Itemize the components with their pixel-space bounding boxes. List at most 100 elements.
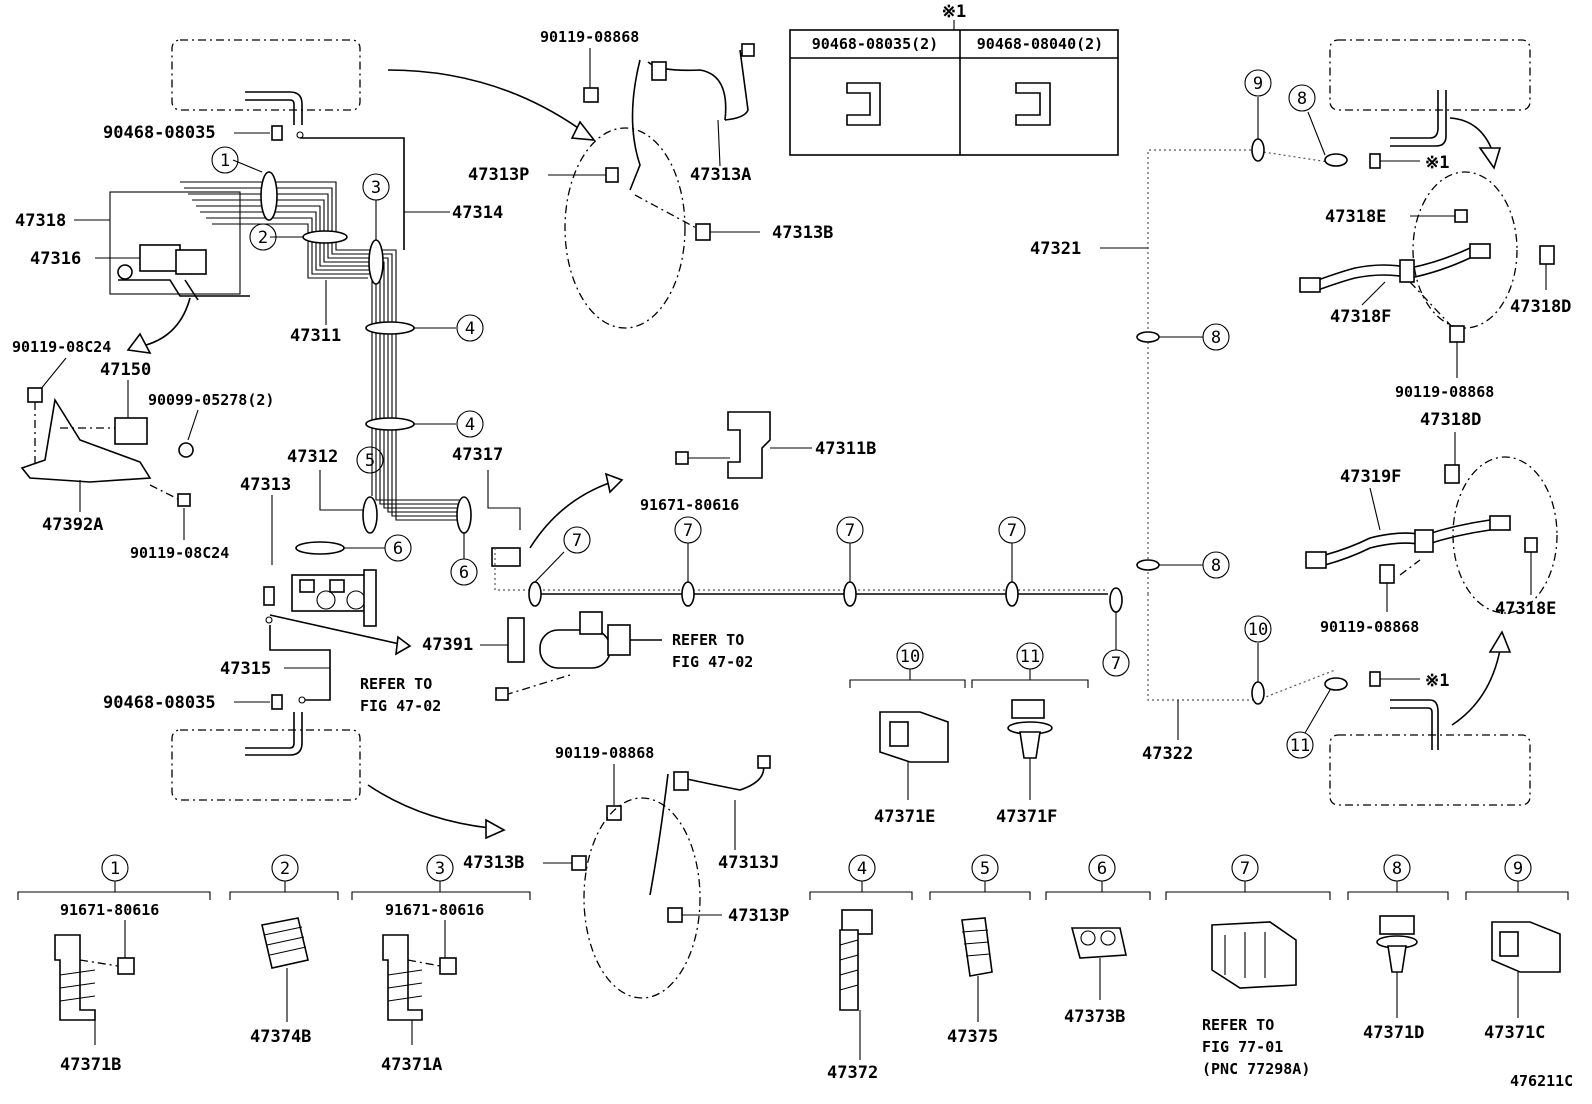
label-47316: 47316 bbox=[30, 249, 81, 269]
callout-8a: 8 bbox=[1211, 328, 1221, 348]
bolt-icon bbox=[571, 855, 587, 871]
refer-to-a: REFER TO bbox=[672, 631, 744, 649]
label-47371C: 47371C bbox=[1484, 1023, 1545, 1043]
header-right: 90468-08040(2) bbox=[977, 35, 1103, 53]
label-91671-80616-k3: 91671-80616 bbox=[385, 901, 484, 919]
callout-8-key: 8 bbox=[1392, 859, 1402, 879]
rear-hose-47319F: 47318D 47319F 47318E 90119-08868 bbox=[1305, 410, 1558, 636]
callout-7-key: 7 bbox=[1240, 859, 1250, 879]
bracket-assembly-47392A: 90119-08C24 47150 90099-05278(2) 47392A … bbox=[12, 338, 274, 562]
pipe-bundle bbox=[180, 181, 460, 521]
label-47372: 47372 bbox=[827, 1063, 878, 1083]
flex-hose-front-right: 90119-08868 47313B 47313J 47313P bbox=[463, 744, 789, 999]
callout-5: 5 bbox=[365, 451, 375, 471]
clip-icon bbox=[491, 547, 521, 567]
refer-to-77: REFER TO bbox=[1202, 1016, 1274, 1034]
clip-icon bbox=[1369, 671, 1381, 687]
label-47315: 47315 bbox=[220, 659, 271, 679]
top-left-assembly: 90468-08035 47314 47318 47316 bbox=[15, 39, 596, 521]
fitting-icon bbox=[1299, 277, 1321, 293]
detail-circle bbox=[564, 127, 686, 329]
nut-icon bbox=[667, 907, 683, 923]
clamp-47371A-icon bbox=[382, 934, 457, 1021]
label-47314: 47314 bbox=[452, 203, 503, 223]
key-items-10-11: 10 47371E 11 47371F bbox=[849, 642, 1089, 827]
clip-90468-08040-icon bbox=[1015, 82, 1051, 126]
bolt-icon bbox=[675, 451, 689, 465]
pnc-77298A: (PNC 77298A) bbox=[1202, 1060, 1310, 1078]
callout-11a: 11 bbox=[1290, 736, 1310, 756]
bolt-icon bbox=[1449, 325, 1465, 343]
junction-block-icon bbox=[291, 569, 377, 627]
bolt-icon bbox=[1539, 245, 1555, 265]
header-table: ※1 90468-08035(2) 90468-08040(2) bbox=[789, 2, 1119, 156]
arrow-icon bbox=[485, 818, 506, 840]
bolt-icon bbox=[27, 387, 43, 403]
label-47313B-top: 47313B bbox=[772, 223, 833, 243]
reference-box bbox=[1329, 734, 1531, 806]
label-47322: 47322 bbox=[1142, 744, 1193, 764]
label-47313P-top: 47313P bbox=[468, 165, 529, 185]
label-90119-08C24-a: 90119-08C24 bbox=[12, 338, 111, 356]
main-brake-line: 7 7 7 7 7 bbox=[494, 516, 1130, 677]
fitting-icon bbox=[1305, 551, 1327, 569]
label-47371D: 47371D bbox=[1363, 1023, 1424, 1043]
detail-circle bbox=[1452, 456, 1558, 614]
header-left: 90468-08035(2) bbox=[812, 35, 938, 53]
bolt-icon bbox=[177, 493, 191, 507]
rear-hose-47318F: 47318E 47318D 47318F 90119-08868 bbox=[1299, 171, 1571, 401]
callout-3-key: 3 bbox=[435, 859, 445, 879]
callout-6b: 6 bbox=[459, 563, 469, 583]
nut-icon bbox=[1454, 209, 1468, 223]
label-90099-05278: 90099-05278(2) bbox=[148, 391, 274, 409]
valve-47316-icon bbox=[117, 244, 250, 301]
clamp-77298A-icon bbox=[1211, 921, 1297, 989]
detail-circle bbox=[1412, 171, 1518, 329]
label-47375: 47375 bbox=[947, 1027, 998, 1047]
label-47313A: 47313A bbox=[690, 165, 751, 185]
pipe-end-icon bbox=[245, 91, 303, 125]
bolt-icon bbox=[695, 223, 711, 241]
arrow-icon bbox=[570, 120, 596, 141]
arrow-icon bbox=[126, 332, 152, 355]
label-90468-08035-bot: 90468-08035 bbox=[103, 693, 216, 713]
bolt-icon bbox=[606, 805, 622, 821]
arrow-icon bbox=[604, 472, 624, 494]
callout-6-key: 6 bbox=[1097, 859, 1107, 879]
label-47313J: 47313J bbox=[718, 853, 779, 873]
clip-47371F-icon bbox=[1007, 699, 1053, 759]
reference-box bbox=[171, 39, 361, 111]
label-47318E-bot: 47318E bbox=[1495, 599, 1556, 619]
fig-77-01: FIG 77-01 bbox=[1202, 1038, 1283, 1056]
clip-icon bbox=[271, 125, 283, 141]
clip-icon bbox=[271, 694, 283, 710]
label-47319F: 47319F bbox=[1340, 467, 1401, 487]
clip-47371D-icon bbox=[1376, 915, 1418, 973]
label-47318: 47318 bbox=[15, 211, 66, 231]
bracket-icon bbox=[507, 617, 525, 663]
callout-2: 2 bbox=[258, 228, 268, 248]
master-cylinder-pipes: 47312 47313 47317 5 6 6 bbox=[240, 445, 624, 656]
callout-9-key: 9 bbox=[1513, 859, 1523, 879]
label-47313: 47313 bbox=[240, 475, 291, 495]
label-47392A: 47392A bbox=[42, 515, 103, 535]
bolt-icon bbox=[1379, 564, 1395, 584]
fig-47-02-b: FIG 47-02 bbox=[360, 697, 441, 715]
label-47371E: 47371E bbox=[874, 807, 935, 827]
part-47311B: 91671-80616 47311B bbox=[640, 411, 876, 514]
callout-1: 1 bbox=[220, 151, 230, 171]
arrow-icon bbox=[1478, 147, 1502, 170]
callout-3: 3 bbox=[371, 178, 381, 198]
callout-9a: 9 bbox=[1253, 74, 1263, 94]
callout-7a: 7 bbox=[572, 531, 582, 551]
clamp-47371B-icon bbox=[54, 934, 135, 1021]
label-47318D-mid: 47318D bbox=[1420, 410, 1481, 430]
label-47312: 47312 bbox=[287, 447, 338, 467]
bracket-47318 bbox=[109, 191, 241, 295]
figure-id: 476211C bbox=[1510, 1072, 1573, 1090]
label-47371B: 47371B bbox=[60, 1055, 121, 1075]
flex-hose-front-left: 90119-08868 47313P 47313A 47313B bbox=[468, 28, 833, 329]
callout-7c: 7 bbox=[845, 521, 855, 541]
callout-2-key: 2 bbox=[280, 859, 290, 879]
